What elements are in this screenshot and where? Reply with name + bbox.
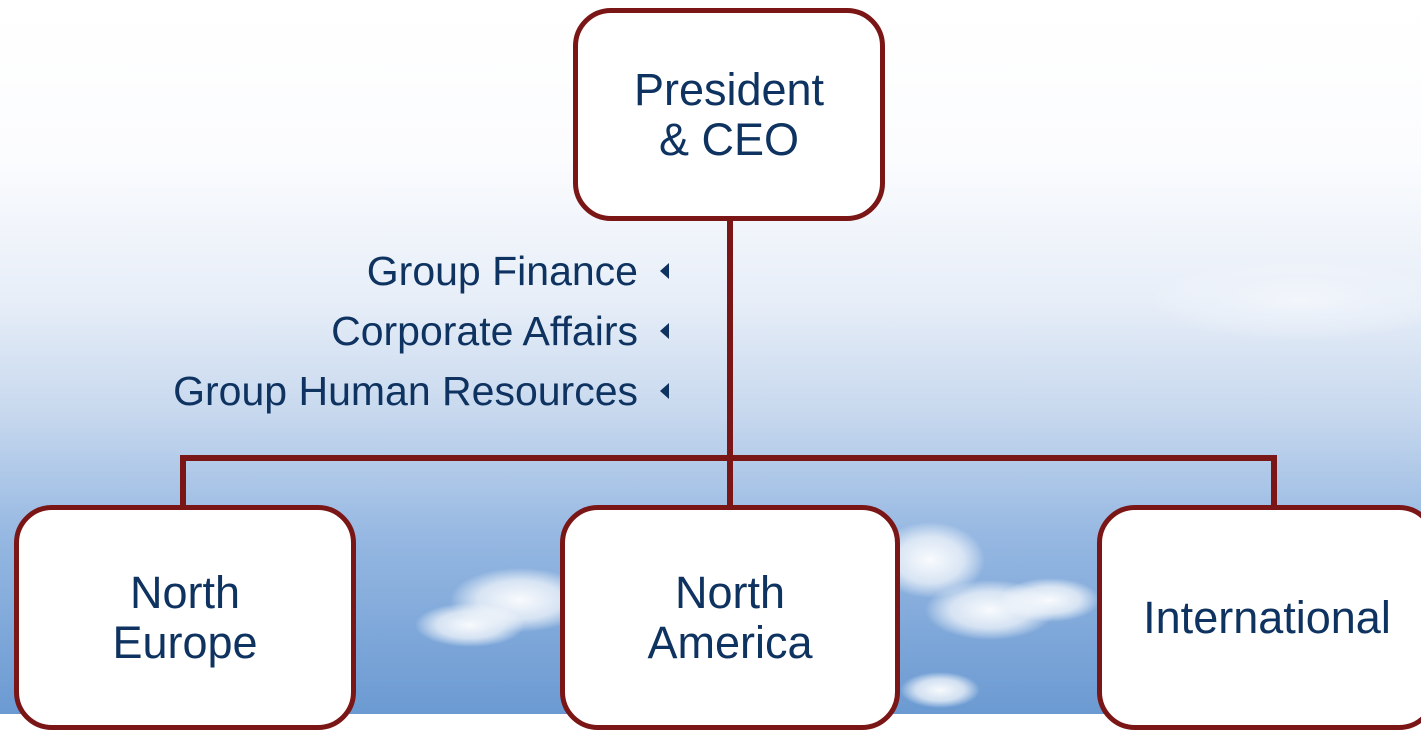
region-box-north-europe: North Europe <box>14 505 356 730</box>
staff-function-label: Corporate Affairs <box>331 308 638 354</box>
staff-function-item: Corporate Affairs <box>331 306 669 356</box>
triangle-left-icon <box>660 323 669 339</box>
region-box-international: International <box>1097 505 1421 730</box>
triangle-left-icon <box>660 383 669 399</box>
region-label: International <box>1143 591 1391 643</box>
region-label: North America <box>647 566 813 668</box>
triangle-left-icon <box>660 263 669 279</box>
connector-trunk <box>727 215 733 465</box>
president-ceo-label: President & CEO <box>633 63 825 165</box>
staff-function-item: Group Finance <box>367 246 669 296</box>
connector-drop-left <box>180 455 186 510</box>
staff-function-label: Group Human Resources <box>173 368 638 414</box>
cloud-shapes <box>415 260 1421 708</box>
staff-function-item: Group Human Resources <box>173 366 669 416</box>
president-ceo-box: President & CEO <box>573 8 885 221</box>
region-box-north-america: North America <box>560 505 900 730</box>
connector-drop-right <box>1271 455 1277 510</box>
connector-drop-center <box>727 455 733 510</box>
region-label: North Europe <box>112 566 258 668</box>
staff-function-label: Group Finance <box>366 248 638 294</box>
